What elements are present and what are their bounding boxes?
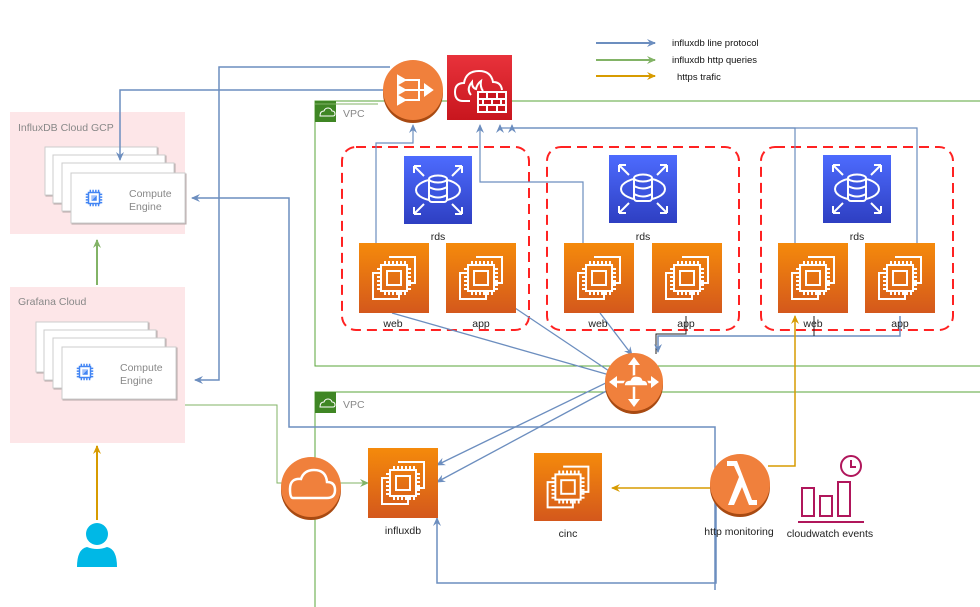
group-title: Grafana Cloud [18, 296, 86, 308]
vpc-label: VPC [343, 399, 365, 411]
legend-label: influxdb http queries [672, 55, 757, 66]
connector-lb-to-influx-cloud [116, 89, 390, 161]
vpc-router[interactable] [605, 353, 663, 414]
ec2-influxdb[interactable]: influxdb [368, 448, 438, 537]
ec2-web[interactable]: web [778, 243, 848, 330]
legend-item-line-protocol: influxdb line protocol [596, 38, 759, 49]
influxdb-cloud-gcp-group: InfluxDB Cloud GCP Compute Engine [10, 112, 186, 234]
availability-zone-2 [546, 146, 740, 331]
connector-grafana-query [185, 404, 369, 487]
compute-engine-icon [85, 189, 103, 207]
zone-1-nodes: rds web app [359, 156, 516, 330]
user-icon [86, 523, 108, 545]
influxdb-label: influxdb [385, 525, 421, 537]
connector-lb-to-grafana [194, 66, 390, 384]
grafana-cloud-group: Grafana Cloud Compute Engine [10, 287, 185, 443]
node-label-line2: Engine [129, 201, 162, 213]
legend: influxdb line protocol influxdb http que… [596, 38, 759, 83]
node-label-line2: Engine [120, 375, 153, 387]
lambda-icon [727, 461, 757, 505]
zone-2-nodes: rds web app [564, 155, 722, 330]
cloudwatch-label: cloudwatch events [787, 528, 873, 540]
cloudwatch-events-icon [798, 455, 864, 523]
legend-label: influxdb line protocol [672, 38, 759, 49]
ec2-app[interactable]: app [652, 243, 722, 330]
legend-item-https-traffic: https trafic [596, 72, 721, 83]
ec2-web[interactable]: web [359, 243, 429, 330]
rds-label: rds [636, 231, 651, 243]
vpc-cloud-lock-icon [315, 101, 336, 122]
availability-zone-3 [760, 146, 954, 331]
ec2-web[interactable]: web [564, 243, 634, 330]
compute-engine-stack[interactable]: Compute Engine [35, 321, 177, 400]
cinc-label: cinc [559, 528, 578, 540]
app-label: app [677, 318, 695, 330]
zone-3-nodes: rds web app [778, 155, 935, 330]
firewall-icon [453, 69, 507, 113]
rds-label: rds [431, 231, 446, 243]
rds-database[interactable]: rds [404, 156, 472, 243]
ec2-cinc[interactable]: cinc [534, 453, 602, 540]
lambda-label: http monitoring [704, 526, 774, 538]
cloudwatch-events[interactable]: cloudwatch events [787, 455, 873, 540]
rds-label: rds [850, 231, 865, 243]
app-label: app [472, 318, 490, 330]
compute-engine-icon [76, 363, 94, 381]
web-label: web [802, 318, 822, 330]
load-balancer[interactable] [383, 60, 443, 123]
vpc-cloud-lock-icon [315, 392, 336, 413]
ec2-app[interactable]: app [446, 243, 516, 330]
vpc-label: VPC [343, 108, 365, 120]
compute-engine-stack[interactable]: Compute Engine [44, 146, 186, 224]
internet-gateway[interactable] [281, 457, 341, 520]
lambda-http-monitoring[interactable]: http monitoring [704, 454, 774, 538]
user[interactable] [77, 523, 117, 567]
firewall-waf[interactable] [447, 55, 512, 120]
connectors [93, 66, 918, 590]
node-label-line1: Compute [129, 188, 172, 200]
group-title: InfluxDB Cloud GCP [18, 122, 114, 134]
legend-item-http-queries: influxdb http queries [596, 55, 757, 66]
web-label: web [382, 318, 402, 330]
rds-database[interactable]: rds [609, 155, 677, 243]
cloud-icon [288, 468, 337, 500]
availability-zone-1 [341, 146, 530, 331]
web-label: web [587, 318, 607, 330]
node-label-line1: Compute [120, 362, 163, 374]
rds-database[interactable]: rds [823, 155, 891, 243]
ec2-app[interactable]: app [865, 243, 935, 330]
legend-label: https trafic [677, 72, 721, 83]
app-label: app [891, 318, 909, 330]
